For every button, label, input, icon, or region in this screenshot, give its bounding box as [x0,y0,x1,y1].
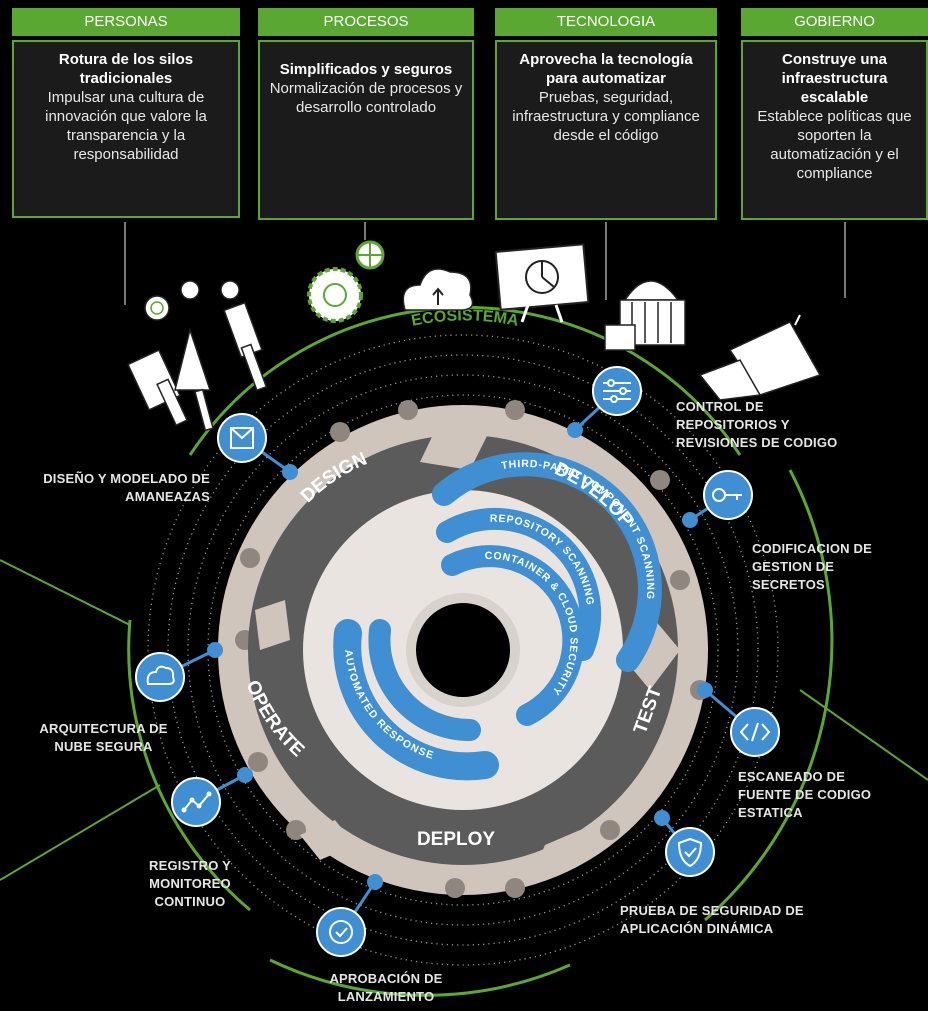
label-secrets: CODIFICACION DE GESTION DE SECRETOS [752,541,872,592]
key-icon [703,470,753,520]
pillar-title: Simplificados y seguros [279,61,453,78]
cloud-upload-icon [402,268,474,311]
pillar-box: Simplificados y seguros Normalización de… [258,40,474,220]
label-sast: ESCANEADO DE FUENTE DE CODIGO ESTATICA [738,769,872,820]
globe-icon [355,240,385,270]
monitoring-icon [171,777,221,827]
pillar-header: PROCESOS [258,8,474,36]
pillar-procesos: PROCESOS Simplificados y seguros Normali… [258,8,474,220]
office-building-icon [698,314,822,401]
pillar-tecnologia: TECNOLOGIA Aprovecha la tecnología para … [495,8,717,220]
cloud-icon [135,652,185,702]
check-icon [316,907,366,957]
label-dast: PRUEBA DE SEGURIDAD DE APLICACIÓN DINÁMI… [620,903,804,936]
label-release: APROBACIÓN DE LANZAMIENTO [329,971,443,1004]
repository-control-icon [592,366,642,416]
pillar-connectors [124,222,846,305]
connector-dots [207,422,713,890]
label-monitoring: REGISTRO Y MONITOREO CONTINUO [149,858,231,909]
ecosystem-label: ECOSISTEMA [410,307,520,330]
gear-icon [307,267,363,323]
center-hole [406,593,520,707]
pillar-personas: PERSONAS Rotura de los silos tradicional… [12,8,240,218]
pillar-title: Rotura de los silos tradicionales [58,51,194,87]
dotted-orbits [147,334,779,966]
label-threat-modeling: DISEÑO Y MODELADO DE AMANEAZAS [43,471,210,504]
pillar-header: TECNOLOGIA [495,8,717,36]
blue-rings [333,452,662,781]
phase-separators [255,420,680,880]
pillar-box: Rotura de los silos tradicionales Impuls… [12,40,240,218]
people-illustration [127,280,268,432]
pillar-box: Aprovecha la tecnología para automatizar… [495,40,717,220]
label-control-repositorios: CONTROL DE REPOSITORIOS Y REVISIONES DE … [676,399,838,450]
label-cloud-architecture: ARQUITECTURA DE NUBE SEGURA [39,721,168,754]
pillar-gobierno: GOBIERNO Construye una infraestructura e… [741,8,928,220]
pillar-header: PERSONAS [12,8,240,36]
pillar-title: Construye una infraestructura escalable [781,51,888,106]
pillar-box: Construye una infraestructura escalable … [741,40,928,220]
threat-model-icon [217,413,267,463]
pillar-body: Pruebas, seguridad, infraestructura y co… [512,89,700,144]
code-icon [730,707,780,757]
shield-icon [665,827,715,877]
chart-board-icon [494,243,590,323]
capitol-building-icon [604,280,686,351]
diagonal-connectors [0,559,928,881]
phase-deploy: DEPLOY [417,829,495,850]
pillar-body: Establece políticas que soporten la auto… [757,108,912,182]
pillar-body: Impulsar una cultura de innovación que v… [45,89,207,163]
pillar-header: GOBIERNO [741,8,928,36]
pillar-title: Aprovecha la tecnología para automatizar [519,51,693,87]
pillar-body: Normalización de procesos y desarrollo c… [269,80,463,116]
